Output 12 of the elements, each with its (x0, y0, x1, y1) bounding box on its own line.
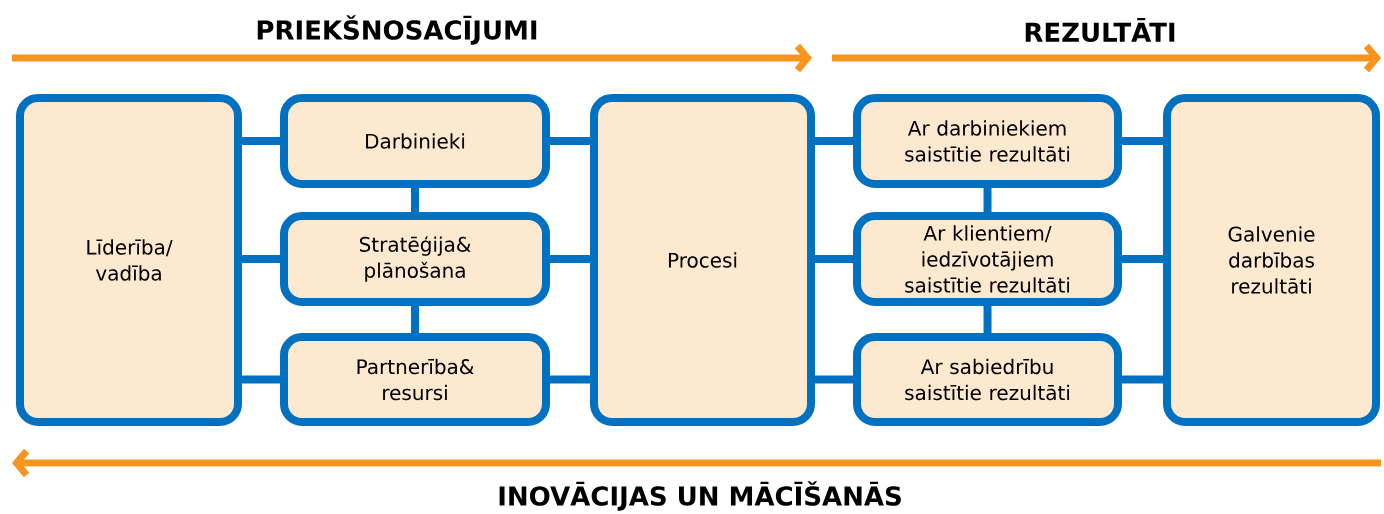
section-heading: REZULTĀTI (1025, 17, 1175, 43)
process-box: Stratēģija& plānošana (280, 212, 550, 306)
process-box: Partnerība& resursi (280, 333, 550, 426)
process-box: Darbinieki (280, 94, 550, 188)
section-heading: PRIEKŠNOSACĪJUMI (257, 15, 537, 45)
process-box: Ar sabiedrību saistītie rezultāti (853, 333, 1122, 426)
process-box: Ar klientiem/ iedzīvotājiem saistītie rezultāti (853, 212, 1122, 306)
process-box: Līderība/ vadība (16, 94, 242, 426)
process-box: Ar darbiniekiem saistītie rezultāti (853, 94, 1122, 188)
section-heading: INOVĀCIJAS UN MĀCĪŠANĀS (499, 481, 901, 511)
process-box: Galvenie darbības rezultāti (1163, 94, 1380, 426)
process-box: Procesi (590, 94, 815, 426)
